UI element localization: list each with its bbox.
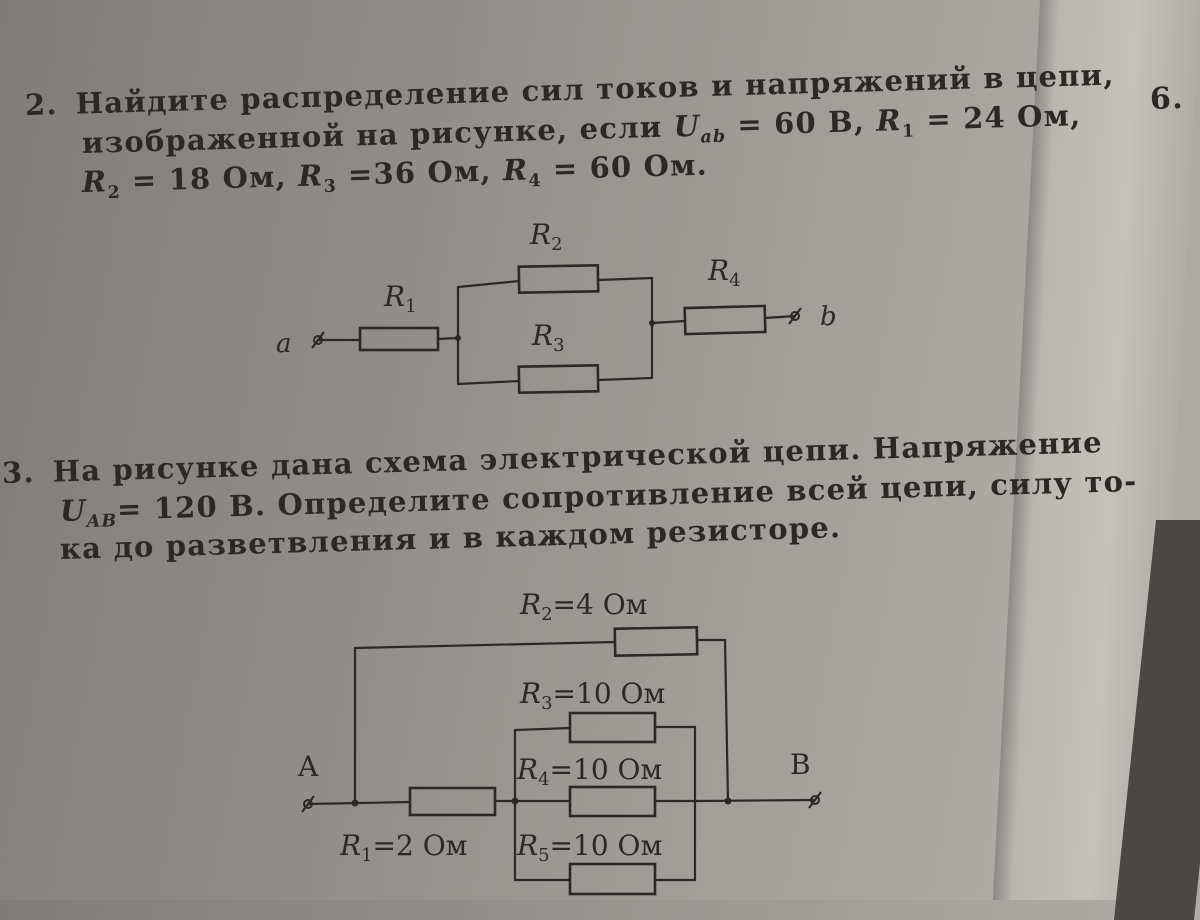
resistor-r2 xyxy=(517,263,600,295)
terminal-a-icon xyxy=(313,335,323,345)
resistor-r5 xyxy=(568,862,657,896)
label-r5: R5=10 Ом xyxy=(516,829,662,866)
label-r3: R3=10 Ом xyxy=(519,677,665,714)
terminal-b-icon xyxy=(790,311,800,321)
label-r2: R2 xyxy=(529,218,563,255)
resistor-r4 xyxy=(683,304,767,336)
label-B: B xyxy=(790,748,811,781)
resistor-r3 xyxy=(568,711,657,744)
resistor-r1 xyxy=(358,326,440,352)
label-r3: R3 xyxy=(531,319,565,356)
resistor-r3 xyxy=(517,363,600,395)
label-a: a xyxy=(276,329,292,359)
resistor-r1 xyxy=(408,786,497,817)
resistor-r4 xyxy=(568,785,657,818)
circuit-1: a b R1 R2 R3 R4 xyxy=(276,218,837,395)
terminal-b-icon xyxy=(810,795,820,805)
circuit-diagrams: a b R1 R2 R3 R4 A B R2=4 Ом R3=10 Ом R4=… xyxy=(276,218,837,896)
label-r2: R2=4 Ом xyxy=(519,588,647,625)
resistor-r2 xyxy=(613,625,699,658)
circuit-2: A B R2=4 Ом R3=10 Ом R4=10 Ом R5=10 Ом R… xyxy=(297,588,822,896)
label-b: b xyxy=(820,302,837,332)
label-r1: R1=2 Ом xyxy=(339,829,467,866)
terminal-a-icon xyxy=(303,799,313,809)
label-r1: R1 xyxy=(383,280,417,317)
label-r4: R4=10 Ом xyxy=(516,753,662,790)
label-A: A xyxy=(297,750,319,783)
label-r4: R4 xyxy=(707,254,741,291)
